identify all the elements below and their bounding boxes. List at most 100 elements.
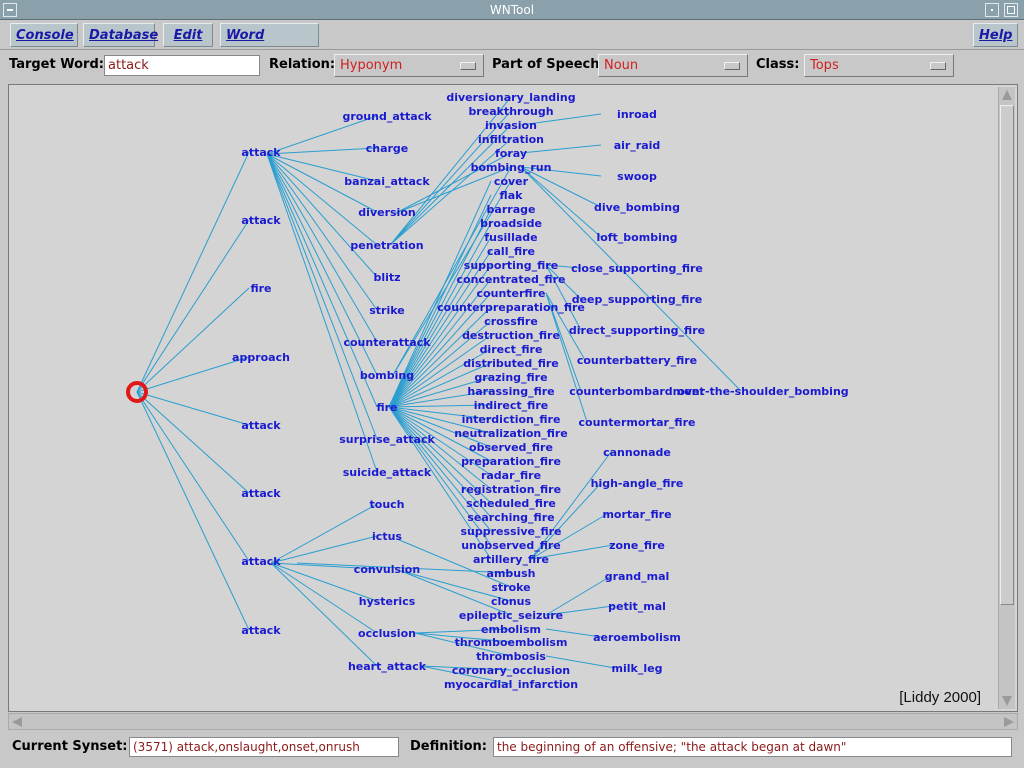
node-level3[interactable]: neutralization_fire: [454, 427, 568, 440]
menu-edit[interactable]: Edit: [163, 23, 213, 47]
menu-database[interactable]: Database: [83, 23, 158, 47]
node-medical-hyponym[interactable]: heart_attack: [348, 660, 427, 673]
node-level4[interactable]: inroad: [617, 108, 657, 121]
node-military-hyponym[interactable]: surprise_attack: [339, 433, 435, 446]
node-military-hyponym[interactable]: diversion: [358, 206, 415, 219]
node-level3[interactable]: destruction_fire: [462, 329, 560, 342]
target-word-input[interactable]: [104, 55, 260, 76]
node-level3[interactable]: radar_fire: [481, 469, 541, 482]
node-level3[interactable]: distributed_fire: [463, 357, 558, 370]
node-level3[interactable]: concentrated_fire: [457, 273, 566, 286]
node-medical-hyponym[interactable]: ictus: [372, 530, 402, 543]
node-medical-hyponym[interactable]: touch: [370, 498, 405, 511]
node-military-hyponym[interactable]: strike: [369, 304, 404, 317]
node-sense[interactable]: attack: [241, 624, 281, 637]
node-sense[interactable]: attack: [241, 555, 281, 568]
vertical-scroll-thumb[interactable]: [1000, 105, 1014, 605]
scroll-right-icon[interactable]: [1004, 717, 1014, 727]
node-level4[interactable]: zone_fire: [609, 539, 665, 552]
node-level5[interactable]: over-the-shoulder_bombing: [677, 385, 848, 398]
menu-word-lookup[interactable]: Word Lookup: [220, 23, 319, 67]
node-sense[interactable]: attack: [241, 419, 281, 432]
node-level3[interactable]: supporting_fire: [464, 259, 558, 272]
node-level4[interactable]: aeroembolism: [593, 631, 681, 644]
node-level3[interactable]: embolism: [481, 623, 541, 636]
node-level3[interactable]: broadside: [480, 217, 542, 230]
node-level3[interactable]: coronary_occlusion: [452, 664, 570, 677]
node-level3[interactable]: suppressive_fire: [460, 525, 561, 538]
node-sense[interactable]: approach: [232, 351, 290, 364]
node-level3[interactable]: fusillade: [484, 231, 537, 244]
node-sense[interactable]: fire: [250, 282, 271, 295]
menu-console[interactable]: Console: [10, 23, 78, 47]
node-level3[interactable]: barrage: [487, 203, 536, 216]
node-level3[interactable]: artillery_fire: [473, 553, 549, 566]
node-level4[interactable]: dive_bombing: [594, 201, 680, 214]
node-level3[interactable]: thromboembolism: [455, 636, 568, 649]
node-level3[interactable]: invasion: [485, 119, 537, 132]
node-level3[interactable]: clonus: [491, 595, 532, 608]
node-level3[interactable]: grazing_fire: [474, 371, 547, 384]
graph-canvas[interactable]: attack attack fire approach attack attack atta…: [8, 84, 1018, 712]
node-level4[interactable]: air_raid: [614, 139, 661, 152]
node-level3[interactable]: harassing_fire: [467, 385, 554, 398]
node-level4[interactable]: mortar_fire: [602, 508, 671, 521]
maximize-icon[interactable]: [1004, 3, 1018, 17]
node-level4[interactable]: counterbombardment: [569, 385, 704, 398]
node-level3[interactable]: epileptic_seizure: [459, 609, 563, 622]
node-military-hyponym[interactable]: charge: [366, 142, 409, 155]
node-level3[interactable]: indirect_fire: [474, 399, 548, 412]
node-military-hyponym[interactable]: blitz: [373, 271, 400, 284]
node-level4[interactable]: petit_mal: [608, 600, 666, 613]
node-level4[interactable]: swoop: [617, 170, 657, 183]
node-military-hyponym[interactable]: fire: [376, 401, 397, 414]
scroll-up-icon[interactable]: [1002, 90, 1012, 100]
menu-help[interactable]: Help: [973, 23, 1018, 47]
node-level3[interactable]: breakthrough: [468, 105, 553, 118]
node-military-hyponym[interactable]: ground_attack: [342, 110, 432, 123]
node-level3[interactable]: call_fire: [487, 245, 535, 258]
node-military-hyponym[interactable]: penetration: [350, 239, 423, 252]
node-level3[interactable]: unobserved_fire: [461, 539, 561, 552]
node-level4[interactable]: countermortar_fire: [579, 416, 696, 429]
node-military-hyponym[interactable]: banzai_attack: [344, 175, 430, 188]
node-sense[interactable]: attack: [241, 214, 281, 227]
node-level3[interactable]: bombing_run: [471, 161, 552, 174]
node-medical-hyponym[interactable]: convulsion: [354, 563, 420, 576]
node-military-hyponym[interactable]: bombing: [360, 369, 414, 382]
node-level3[interactable]: foray: [495, 147, 527, 160]
root-node-marker[interactable]: [126, 381, 148, 403]
vertical-scrollbar[interactable]: [998, 87, 1015, 709]
node-medical-hyponym[interactable]: occlusion: [358, 627, 416, 640]
node-level4[interactable]: counterbattery_fire: [577, 354, 697, 367]
node-level4[interactable]: direct_supporting_fire: [569, 324, 705, 337]
node-level3[interactable]: myocardial_infarction: [444, 678, 578, 691]
node-sense[interactable]: attack: [241, 487, 281, 500]
class-select[interactable]: Tops: [804, 54, 954, 77]
minimize-icon[interactable]: [985, 3, 999, 17]
node-level3[interactable]: counterfire: [477, 287, 546, 300]
node-level4[interactable]: deep_supporting_fire: [572, 293, 703, 306]
node-level3[interactable]: registration_fire: [461, 483, 561, 496]
node-level3[interactable]: flak: [500, 189, 524, 202]
node-level3[interactable]: diversionary_landing: [446, 91, 575, 104]
node-level3[interactable]: interdiction_fire: [462, 413, 561, 426]
hyponym-tree-graph[interactable]: attack attack fire approach attack attack atta…: [9, 85, 997, 709]
node-medical-hyponym[interactable]: hysterics: [359, 595, 416, 608]
node-sense[interactable]: attack: [241, 146, 281, 159]
node-military-hyponym[interactable]: suicide_attack: [343, 466, 432, 479]
part-of-speech-select[interactable]: Noun: [598, 54, 748, 77]
node-level3[interactable]: direct_fire: [480, 343, 543, 356]
node-level3[interactable]: preparation_fire: [461, 455, 561, 468]
node-military-hyponym[interactable]: counterattack: [343, 336, 431, 349]
node-level3[interactable]: thrombosis: [476, 650, 546, 663]
node-level4[interactable]: cannonade: [603, 446, 671, 459]
node-level4[interactable]: high-angle_fire: [591, 477, 684, 490]
node-level3[interactable]: observed_fire: [469, 441, 553, 454]
node-level3[interactable]: infiltration: [478, 133, 544, 146]
node-level3[interactable]: stroke: [491, 581, 530, 594]
horizontal-scrollbar[interactable]: [8, 713, 1018, 730]
scroll-left-icon[interactable]: [12, 717, 22, 727]
node-level3[interactable]: counterpreparation_fire: [437, 301, 585, 314]
relation-select[interactable]: Hyponym: [334, 54, 484, 77]
